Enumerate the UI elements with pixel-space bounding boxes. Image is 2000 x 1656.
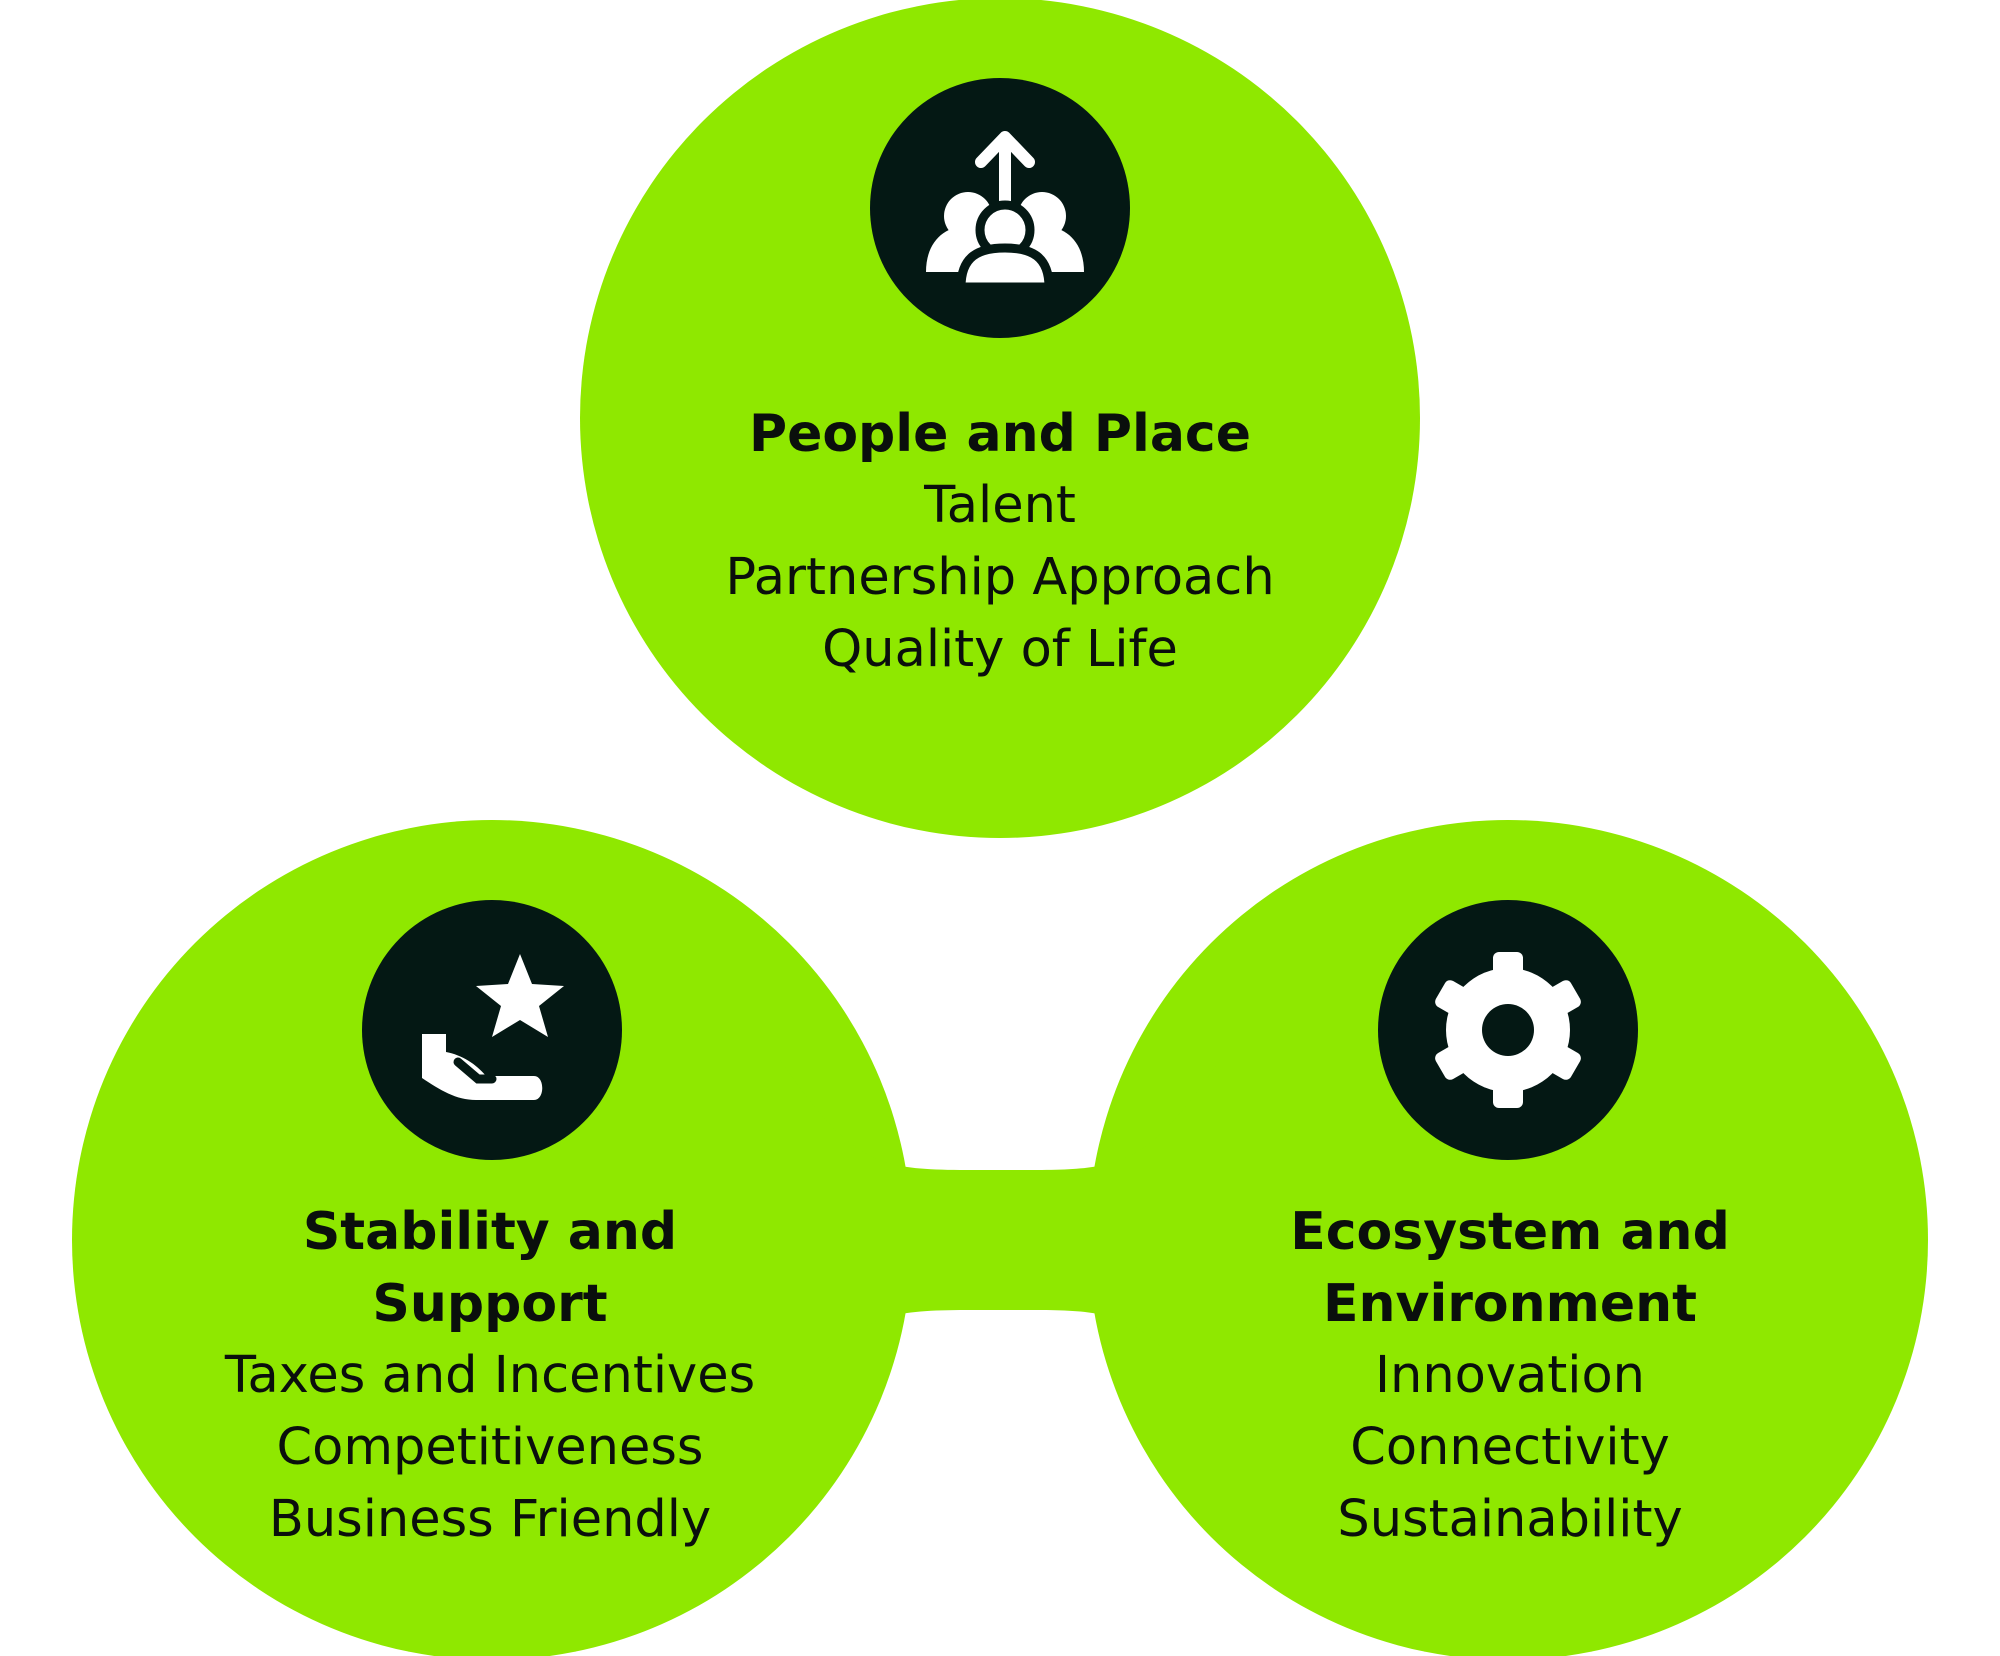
- lobes-shape: [72, 0, 1928, 1656]
- node-title: People and Place: [640, 398, 1360, 470]
- lobe-bridge: [780, 1060, 1220, 1420]
- node-item-sustainability: Sustainability: [1337, 1490, 1683, 1549]
- node-item-quality-of-life: Quality of Life: [822, 620, 1178, 679]
- node-title-line: Support: [372, 1274, 608, 1334]
- gear-icon: [1378, 900, 1638, 1160]
- node-item-innovation: Innovation: [1374, 1346, 1646, 1405]
- node-people-and-place: People and Place Talent Partnership Appr…: [640, 398, 1360, 686]
- lobe-top: [580, 0, 1420, 838]
- node-item-connectivity: Connectivity: [1350, 1418, 1670, 1477]
- lobe-left: [72, 820, 912, 1656]
- people-upward-arrow-icon: [870, 78, 1130, 338]
- hand-star-icon: [362, 900, 622, 1160]
- node-item-talent: Talent: [924, 476, 1076, 535]
- node-item-competitiveness: Competitiveness: [276, 1418, 704, 1477]
- lobe-right: [1088, 820, 1928, 1656]
- node-title-line: Ecosystem and: [1290, 1202, 1730, 1262]
- node-item-taxes-and-incentives: Taxes and Incentives: [224, 1346, 756, 1405]
- node-title: Ecosystem and Environment: [1180, 1196, 1840, 1340]
- node-stability-and-support: Stability and Support Taxes and Incentiv…: [160, 1196, 820, 1556]
- node-item-partnership-approach: Partnership Approach: [725, 548, 1275, 607]
- node-ecosystem-and-environment: Ecosystem and Environment Innovation Con…: [1180, 1196, 1840, 1556]
- node-title-line: Environment: [1323, 1274, 1697, 1334]
- node-title: Stability and Support: [160, 1196, 820, 1340]
- node-title-line: People and Place: [748, 404, 1252, 464]
- node-title-line: Stability and: [302, 1202, 678, 1262]
- node-item-business-friendly: Business Friendly: [268, 1490, 712, 1549]
